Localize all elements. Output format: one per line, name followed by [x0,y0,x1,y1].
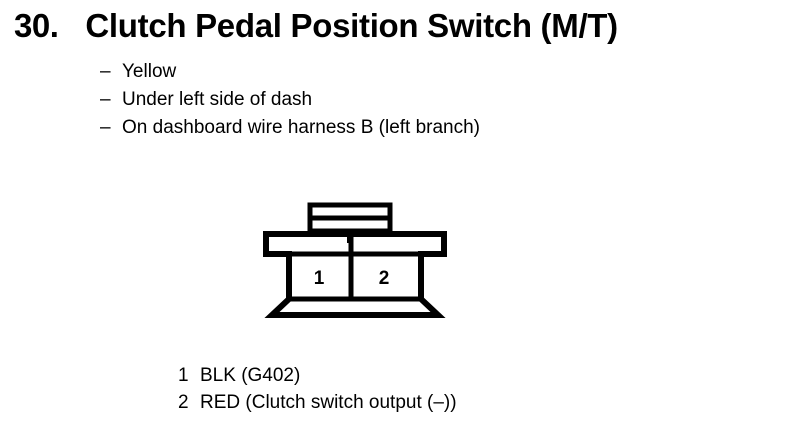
legend-pin-description: RED (Clutch switch output (–)) [200,392,457,413]
pin-number-1: 1 [314,268,325,289]
connector-illustration: 1 2 [263,202,447,318]
page-title: 30. Clutch Pedal Position Switch (M/T) [14,9,618,42]
item-number: 30. [14,7,59,44]
detail-list: – Yellow – Under left side of dash – On … [100,62,700,146]
page-title-text: Clutch Pedal Position Switch (M/T) [85,7,618,44]
pin-number-2: 2 [379,268,390,289]
connector-diagram: 1 2 [255,196,455,324]
list-item-label: On dashboard wire harness B (left branch… [122,117,481,138]
list-item-label: Yellow [122,61,177,82]
dash-icon: – [100,61,111,82]
list-item-label: Under left side of dash [122,89,313,110]
dash-icon: – [100,89,111,110]
legend-pin-number: 1 [178,365,189,386]
legend-pin-description: BLK (G402) [200,365,301,386]
list-item: – On dashboard wire harness B (left bran… [100,118,700,146]
connector-body-outline [263,231,447,318]
legend-pin-number: 2 [178,392,189,413]
legend-row: 2 RED (Clutch switch output (–)) [178,393,457,420]
list-item: – Yellow [100,62,700,90]
dash-icon: – [100,117,111,138]
legend-row: 1 BLK (G402) [178,366,457,393]
pin-legend: 1 BLK (G402) 2 RED (Clutch switch output… [178,366,457,420]
list-item: – Under left side of dash [100,90,700,118]
